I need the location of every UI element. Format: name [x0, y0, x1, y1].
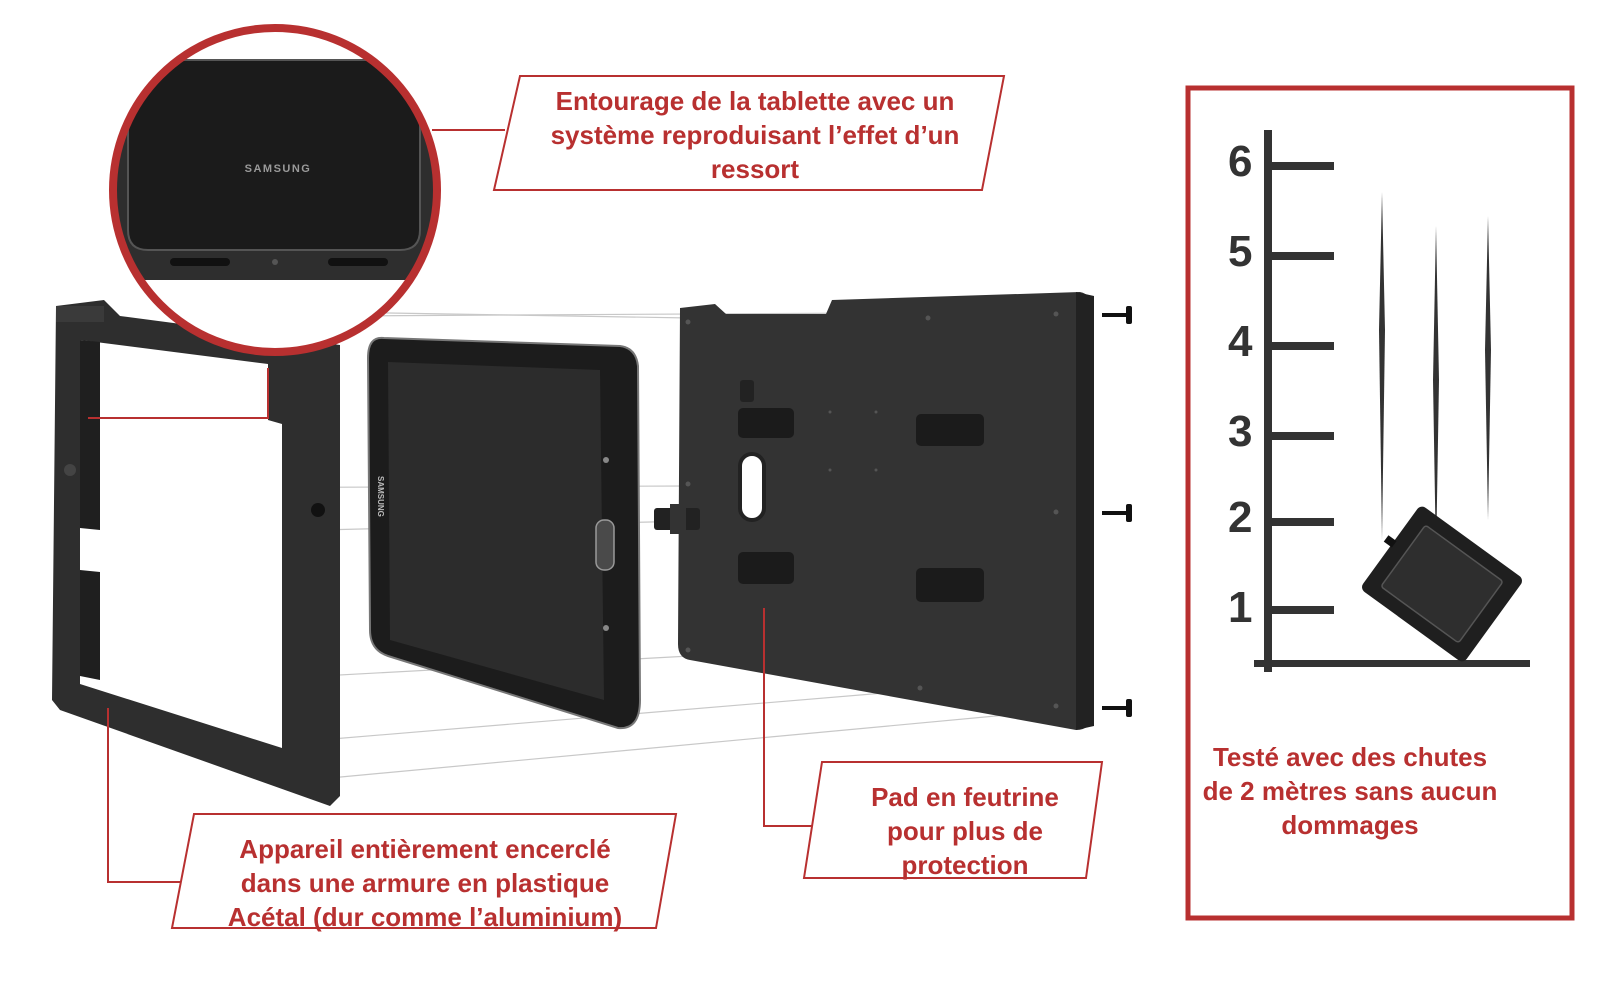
callout-line: Appareil entièrement encerclé	[239, 834, 611, 864]
felt-pad	[916, 568, 984, 602]
screw-icon	[1102, 306, 1132, 717]
callout-armor: Appareil entièrement encerclé dans une a…	[200, 832, 650, 934]
callout-frame-spring	[492, 75, 1006, 191]
callout-frames	[170, 75, 1104, 929]
felt-pad	[738, 552, 794, 584]
scale-label-4: 4	[1228, 317, 1253, 366]
callout-drop-test: Testé avec des chutes de 2 mètres sans a…	[1200, 740, 1500, 842]
scale-label-1: 1	[1228, 583, 1252, 632]
back-plate	[678, 292, 1094, 730]
magnifier-zoom-icon: SAMSUNG	[109, 24, 441, 356]
callout-felt-pad: Pad en feutrine pour plus de protection	[855, 780, 1075, 882]
callout-line: Entourage de la tablette avec un	[555, 86, 955, 116]
drop-test-panel: 6 5 4 3 2 1	[1185, 85, 1575, 921]
height-scale	[1254, 130, 1530, 672]
callout-frame-pad	[802, 761, 1104, 879]
callout-line: protection	[901, 850, 1029, 880]
scale-label-6: 6	[1228, 137, 1252, 186]
samsung-tablet: SAMSUNG	[366, 336, 642, 730]
connector-clip	[654, 504, 700, 534]
callout-line: Testé avec des chutes	[1212, 742, 1488, 772]
callout-line: système reproduisant l’effet d’un	[550, 120, 960, 150]
acetal-armor-frame	[52, 300, 340, 806]
callout-line: Pad en feutrine	[871, 782, 1059, 812]
scale-label-5: 5	[1228, 227, 1252, 276]
callout-line: Acétal (dur comme l’aluminium)	[227, 902, 623, 932]
scale-label-2: 2	[1228, 493, 1252, 542]
callout-line: pour plus de	[887, 816, 1043, 846]
callout-line: de 2 mètres sans aucun	[1202, 776, 1498, 806]
callout-line: dommages	[1281, 810, 1419, 840]
falling-tablet-icon	[1362, 506, 1522, 662]
callout-leaders	[88, 129, 828, 883]
tablet-brand-label: SAMSUNG	[376, 476, 385, 517]
callout-line: dans une armure en plastique	[240, 868, 610, 898]
callout-line: ressort	[710, 154, 800, 184]
callout-frame-armor	[170, 813, 678, 929]
callout-spring-system: Entourage de la tablette avec un système…	[520, 84, 990, 186]
scale-label-3: 3	[1228, 407, 1252, 456]
felt-pad	[738, 408, 794, 438]
zoom-brand-label: SAMSUNG	[245, 163, 312, 175]
drop-motion-lines-icon	[1379, 192, 1491, 560]
felt-pad	[916, 414, 984, 446]
